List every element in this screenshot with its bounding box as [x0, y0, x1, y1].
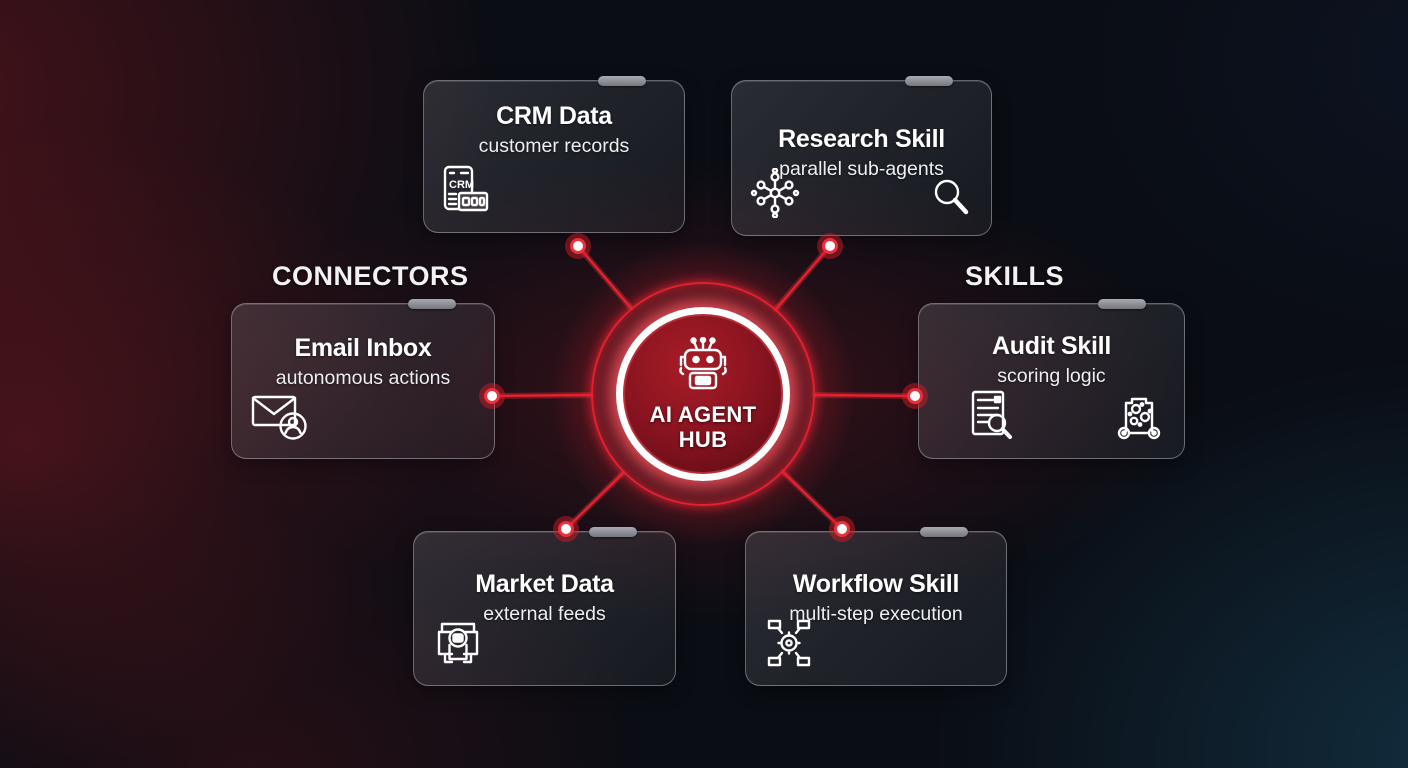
card-tab-handle: [920, 527, 968, 537]
card-title: Audit Skill: [992, 332, 1111, 360]
document-magnifier-icon: [969, 389, 1017, 446]
svg-text:CRM: CRM: [449, 179, 474, 191]
magnifier-icon: [929, 176, 971, 223]
hub-white-ring: [616, 307, 790, 481]
skills-section-label: SKILLS: [965, 261, 1065, 291]
card-subtitle: scoring logic: [997, 365, 1106, 387]
card-tab-handle: [408, 299, 456, 309]
card-tab-handle: [905, 76, 953, 86]
node-card-workflow-skill[interactable]: Workflow Skill multi-step execution: [745, 527, 1007, 686]
hub-label-line2: HUB: [678, 426, 728, 452]
card-title: Email Inbox: [294, 334, 432, 362]
card-subtitle: external feeds: [483, 603, 606, 625]
workflow-gear-icon: [764, 618, 814, 673]
card-title: Workflow Skill: [792, 570, 960, 598]
gear-machine-icon: [1114, 391, 1164, 446]
card-subtitle: customer records: [478, 135, 630, 157]
node-card-crm-data[interactable]: CRM Data customer records CRM: [423, 76, 685, 233]
envelope-user-icon: [250, 393, 312, 446]
card-tab-handle: [589, 527, 637, 537]
node-card-market-data[interactable]: Market Data external feeds: [413, 527, 676, 686]
network-nodes-icon: [750, 167, 800, 223]
node-card-email-inbox[interactable]: Email Inbox autonomous actions: [231, 299, 495, 459]
hub-label-line1: AI AGENT: [649, 401, 757, 427]
card-subtitle: multi-step execution: [789, 603, 963, 625]
connectors-section-label: CONNECTORS: [272, 261, 469, 291]
crm-document-icon: CRM: [442, 163, 492, 220]
node-card-research-skill[interactable]: Research Skill parallel sub-agents: [731, 76, 992, 236]
node-card-audit-skill[interactable]: Audit Skill scoring logic: [918, 299, 1185, 459]
card-tab-handle: [1098, 299, 1146, 309]
card-subtitle: parallel sub-agents: [779, 158, 944, 180]
card-title: Research Skill: [778, 125, 945, 153]
card-title: Market Data: [475, 570, 614, 598]
card-subtitle: autonomous actions: [275, 367, 451, 389]
ai-agent-hub[interactable]: AI AGENT HUB: [625, 316, 781, 472]
card-tab-handle: [598, 76, 646, 86]
robot-icon: [672, 336, 734, 402]
card-title: CRM Data: [496, 102, 612, 130]
feeds-frames-icon: [432, 618, 484, 673]
